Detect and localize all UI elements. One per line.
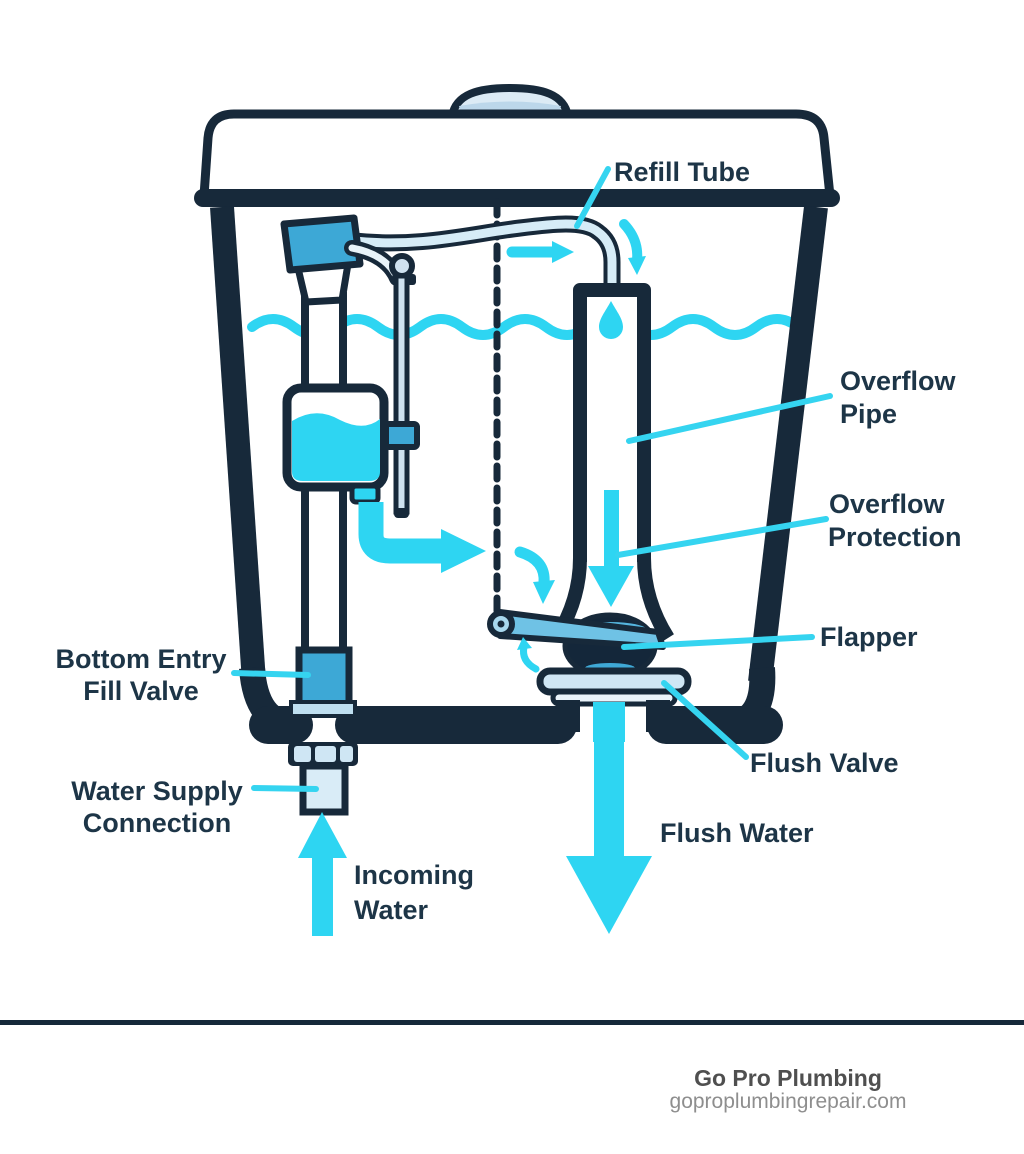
leader-overflow-protection (615, 516, 829, 558)
tank-body (210, 205, 828, 744)
refill-curved-down-arrow (619, 219, 643, 265)
tank-lid-group (194, 84, 840, 207)
supply-nut-cell-3 (340, 746, 353, 762)
incoming-water-arrow-head (298, 812, 347, 858)
labels: Refill Tube Overflow Pipe Overflow Prote… (56, 157, 962, 925)
overflow-down-arrow-shaft (604, 490, 619, 570)
label-bottom-entry-fill-valve-line1: Bottom Entry (56, 644, 227, 674)
label-bottom-entry-fill-valve-line2: Fill Valve (83, 676, 199, 706)
label-flush-water: Flush Water (660, 818, 814, 848)
label-water-supply-connection-line2: Connection (83, 808, 232, 838)
inlet-flange (289, 700, 357, 718)
flush-water-arrow-head (566, 856, 652, 934)
footer: Go Pro Plumbing goproplumbingrepair.com (0, 1020, 1024, 1113)
drain-right-wall (646, 700, 670, 732)
overflow-pipe (573, 283, 651, 562)
lever-lift-curved-arrow (520, 643, 540, 673)
water-droplet-icon (599, 301, 623, 339)
fill-valve-assembly (280, 214, 420, 816)
fill-valve-inlet-connector (295, 646, 353, 712)
flow-arrows (298, 219, 646, 936)
flush-water-shaft (594, 738, 624, 858)
supply-nut-cell-2 (315, 746, 336, 762)
drain-left-wall (556, 700, 580, 732)
refill-tube-inner (349, 219, 617, 293)
label-overflow-pipe-line1: Overflow (840, 366, 957, 396)
refill-curved-down-arrow-head (628, 256, 646, 275)
flush-water-flow (566, 702, 652, 934)
float-rod-ball (389, 253, 415, 279)
lever-lift-curved-arrow-head (517, 637, 532, 650)
label-flush-valve: Flush Valve (750, 748, 899, 778)
leader-refill-tube (574, 166, 611, 229)
tank-lid-bottom-edge (194, 189, 840, 207)
fill-flow-elbow-arrow-head (441, 529, 486, 573)
chain-curved-arrow-head (533, 580, 555, 604)
overflow-down-arrow-head (588, 566, 634, 607)
refill-flow-right-arrow-head (552, 241, 574, 263)
label-refill-tube: Refill Tube (614, 157, 750, 187)
label-incoming-water-line1: Incoming (354, 860, 474, 890)
footer-website: goproplumbingrepair.com (670, 1090, 907, 1113)
float-rod-slider (383, 421, 420, 450)
tank-lid (199, 109, 835, 201)
leader-flapper (621, 634, 815, 650)
label-overflow-protection-line2: Protection (828, 522, 962, 552)
label-overflow-protection-line1: Overflow (829, 489, 946, 519)
overflow-pipe-group (550, 283, 676, 650)
fill-flow-elbow-arrow (358, 502, 441, 564)
flush-water-column (593, 702, 625, 742)
label-flapper: Flapper (820, 622, 918, 652)
refill-tube (345, 215, 621, 297)
flapper-assembly (487, 609, 692, 732)
float-cup-nub (349, 483, 381, 505)
footer-divider (0, 1020, 1024, 1025)
chain-curved-arrow (514, 546, 550, 589)
float-rod (393, 273, 410, 515)
label-overflow-pipe-line2: Pipe (840, 399, 897, 429)
float-cup-water (292, 413, 380, 481)
lever-pivot-dot (497, 620, 505, 628)
fill-valve-cap (280, 214, 364, 274)
footer-brand-name: Go Pro Plumbing (694, 1065, 882, 1091)
leader-water-supply-connection (251, 785, 319, 792)
flush-valve-bell-right-wall (637, 557, 674, 642)
leader-lines (231, 166, 833, 792)
supply-nut-cell-1 (294, 746, 311, 762)
float-rod-end-cap (394, 508, 409, 518)
leader-flush-valve (661, 680, 749, 760)
leader-overflow-pipe (626, 393, 833, 444)
label-water-supply-connection-line1: Water Supply (71, 776, 243, 806)
tank-left-wall (210, 206, 266, 683)
leader-bottom-entry-fill-valve (231, 670, 311, 678)
label-incoming-water-line2: Water (354, 895, 429, 925)
tank-right-wall (748, 205, 828, 684)
incoming-water-arrow-shaft (312, 854, 333, 936)
